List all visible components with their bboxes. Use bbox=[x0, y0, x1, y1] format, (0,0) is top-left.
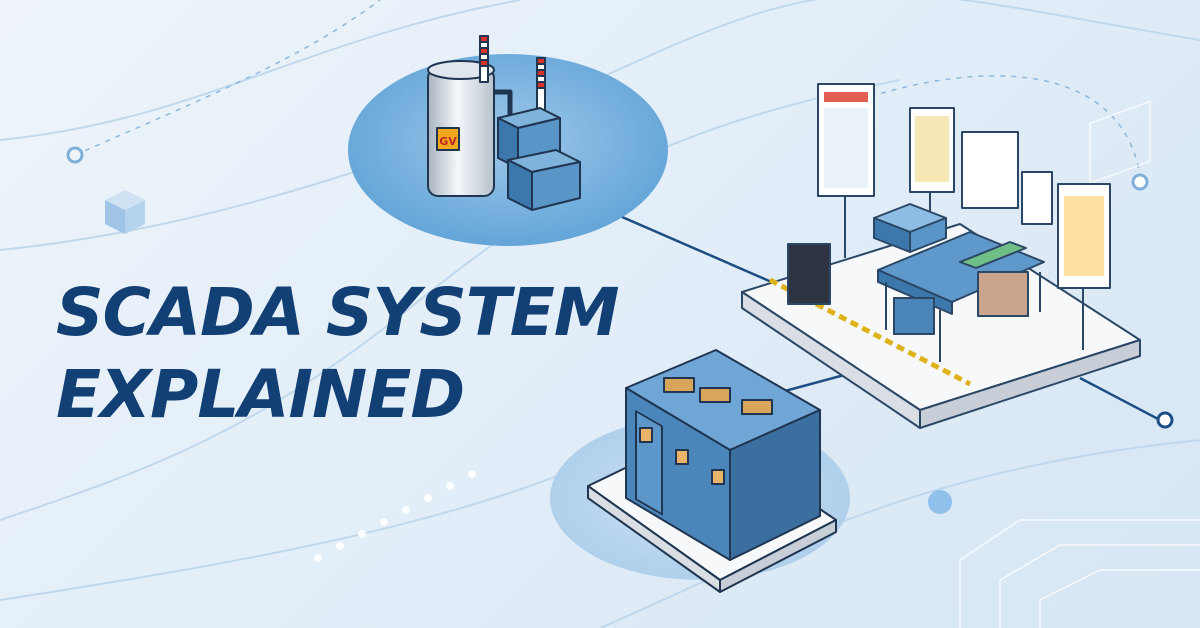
server-rack-illustration bbox=[587, 349, 837, 593]
boiler-label: GV bbox=[439, 135, 457, 148]
circuit-lines bbox=[959, 100, 1200, 628]
dotted-curves bbox=[74, 0, 1141, 176]
headline-line-1: SCADA SYSTEM bbox=[56, 274, 620, 351]
node-dot-bottom bbox=[928, 490, 952, 514]
dot-trail bbox=[314, 470, 476, 562]
node-dot-right bbox=[1131, 173, 1149, 191]
cube-icon bbox=[105, 190, 145, 234]
headline: SCADA SYSTEM EXPLAINED bbox=[56, 272, 620, 436]
node-dot-left bbox=[66, 146, 84, 164]
headline-line-2: EXPLAINED bbox=[56, 356, 465, 433]
boiler-illustration bbox=[427, 35, 581, 211]
connector-end-dot bbox=[1156, 411, 1174, 429]
control-room-platform bbox=[741, 83, 1141, 429]
